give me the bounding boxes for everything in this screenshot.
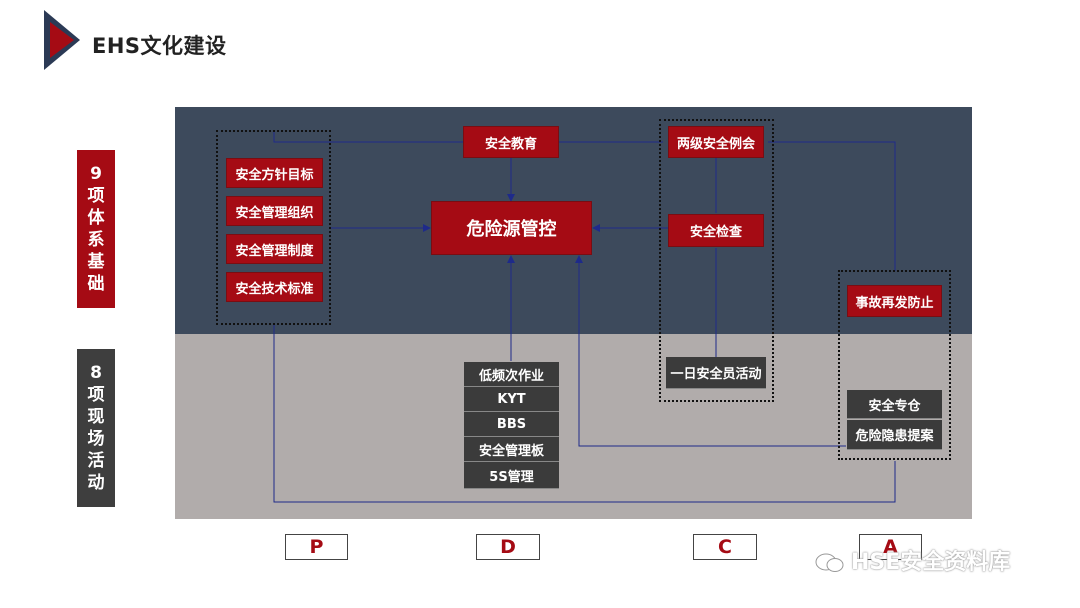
plan-item: 安全管理制度 bbox=[226, 234, 323, 264]
do-item: 安全管理板 bbox=[464, 437, 559, 462]
plan-item: 安全管理组织 bbox=[226, 196, 323, 226]
check-group bbox=[659, 119, 774, 402]
pdca-a-box: A bbox=[859, 534, 922, 560]
daily-safety-officer-box: 一日安全员活动 bbox=[666, 357, 766, 389]
do-item: 低频次作业 bbox=[464, 362, 559, 387]
watermark: HSE安全资料库 bbox=[815, 544, 1010, 576]
field-activity-label: 8 项 现 场 活 动 bbox=[77, 349, 115, 507]
safety-education-box: 安全教育 bbox=[463, 126, 559, 158]
pdca-d-box: D bbox=[476, 534, 540, 560]
system-foundation-label: 9 项 体 系 基 础 bbox=[77, 150, 115, 308]
act-group bbox=[838, 270, 951, 460]
act-item: 安全专仓 bbox=[847, 390, 942, 419]
wechat-icon bbox=[815, 553, 845, 573]
do-item: 5S管理 bbox=[464, 462, 559, 489]
accident-prevention-box: 事故再发防止 bbox=[847, 285, 942, 317]
plan-group bbox=[216, 130, 331, 325]
pdca-p-box: P bbox=[285, 534, 348, 560]
page-title: EHS文化建设 bbox=[92, 34, 227, 58]
pdca-c-box: C bbox=[693, 534, 757, 560]
title-arrow-icon bbox=[44, 10, 80, 70]
plan-item: 安全方针目标 bbox=[226, 158, 323, 188]
act-item: 危险隐患提案 bbox=[847, 420, 942, 450]
do-item: KYT bbox=[464, 387, 559, 412]
do-item: BBS bbox=[464, 412, 559, 437]
two-level-meeting-box: 两级安全例会 bbox=[668, 126, 764, 158]
plan-item: 安全技术标准 bbox=[226, 272, 323, 302]
safety-inspection-box: 安全检查 bbox=[668, 214, 764, 247]
hazard-control-core: 危险源管控 bbox=[431, 201, 592, 255]
